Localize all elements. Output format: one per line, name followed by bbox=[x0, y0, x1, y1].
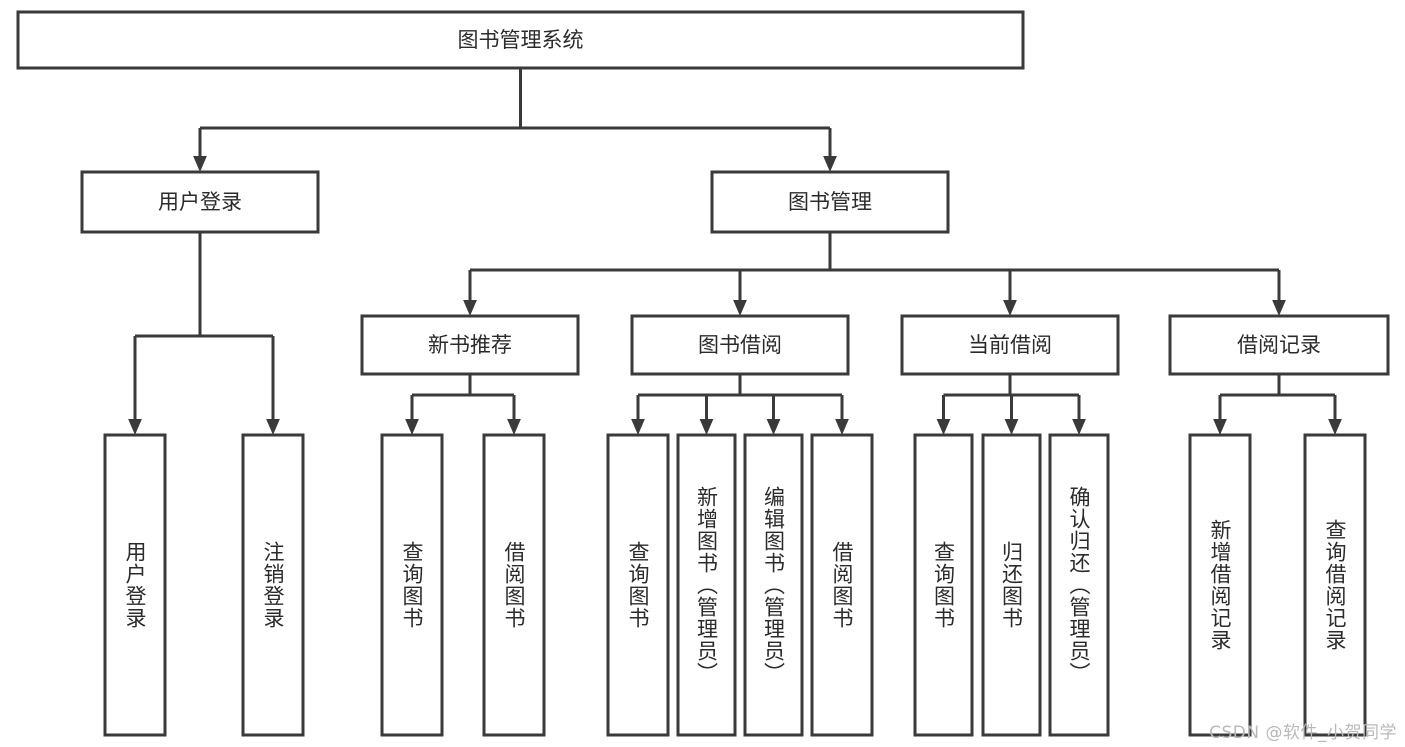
node-box-leaf-query-record[interactable] bbox=[1303, 433, 1367, 737]
arrow-head-icon bbox=[699, 419, 714, 435]
node-box-leaf-confirm-return[interactable] bbox=[1048, 433, 1110, 737]
node-box-book-manage[interactable] bbox=[710, 170, 950, 234]
node-box-leaf-borrow-book-1[interactable] bbox=[482, 433, 546, 737]
node-label-root: 图书管理系统 bbox=[458, 28, 584, 52]
arrow-head-icon bbox=[405, 419, 419, 435]
arrow-head-icon bbox=[1003, 300, 1017, 316]
arrow-head-icon bbox=[1328, 419, 1342, 435]
node-label-new-book-recommend: 新书推荐 bbox=[428, 333, 512, 357]
node-box-leaf-add-record[interactable] bbox=[1188, 433, 1252, 737]
node-box-borrow-record[interactable] bbox=[1168, 314, 1390, 376]
arrow-head-icon bbox=[128, 419, 142, 435]
node-box-new-book-recommend[interactable] bbox=[360, 314, 580, 376]
arrow-head-icon bbox=[193, 156, 207, 172]
node-label-book-manage: 图书管理 bbox=[788, 190, 872, 214]
node-box-current-borrow[interactable] bbox=[900, 314, 1120, 376]
arrow-head-icon bbox=[936, 419, 951, 435]
node-label-user-login: 用户登录 bbox=[158, 190, 242, 214]
node-box-leaf-user-login[interactable] bbox=[103, 433, 167, 737]
arrow-head-icon bbox=[733, 300, 747, 316]
node-box-leaf-query-book-2[interactable] bbox=[606, 433, 670, 737]
arrow-head-icon bbox=[766, 419, 781, 435]
arrow-head-icon bbox=[507, 419, 521, 435]
node-box-leaf-borrow-book-2[interactable] bbox=[810, 433, 874, 737]
node-label-current-borrow: 当前借阅 bbox=[968, 333, 1052, 357]
watermark: CSDN @软件_小贺同学 bbox=[1209, 723, 1397, 743]
arrow-head-icon bbox=[1072, 419, 1086, 435]
node-box-leaf-query-book-1[interactable] bbox=[380, 433, 444, 737]
arrow-head-icon bbox=[631, 419, 645, 435]
node-label-book-borrow: 图书借阅 bbox=[698, 333, 782, 357]
arrow-head-icon bbox=[463, 300, 477, 316]
arrow-head-icon bbox=[823, 156, 837, 172]
box-layer bbox=[16, 10, 1390, 737]
node-box-leaf-query-book-3[interactable] bbox=[913, 433, 974, 737]
arrow-head-icon bbox=[266, 419, 280, 435]
node-box-root[interactable] bbox=[16, 10, 1025, 70]
node-box-leaf-add-book[interactable] bbox=[676, 433, 737, 737]
arrow-head-icon bbox=[1004, 419, 1019, 435]
node-box-book-borrow[interactable] bbox=[630, 314, 850, 376]
arrow-head-icon bbox=[835, 419, 849, 435]
node-box-leaf-logout[interactable] bbox=[241, 433, 305, 737]
node-label-borrow-record: 借阅记录 bbox=[1237, 333, 1321, 357]
arrow-head-icon bbox=[1272, 300, 1286, 316]
node-box-leaf-return-book[interactable] bbox=[981, 433, 1042, 737]
arrow-head-icon bbox=[1213, 419, 1227, 435]
node-box-leaf-edit-book[interactable] bbox=[743, 433, 804, 737]
node-box-user-login[interactable] bbox=[80, 170, 320, 234]
connector-layer bbox=[128, 68, 1342, 435]
